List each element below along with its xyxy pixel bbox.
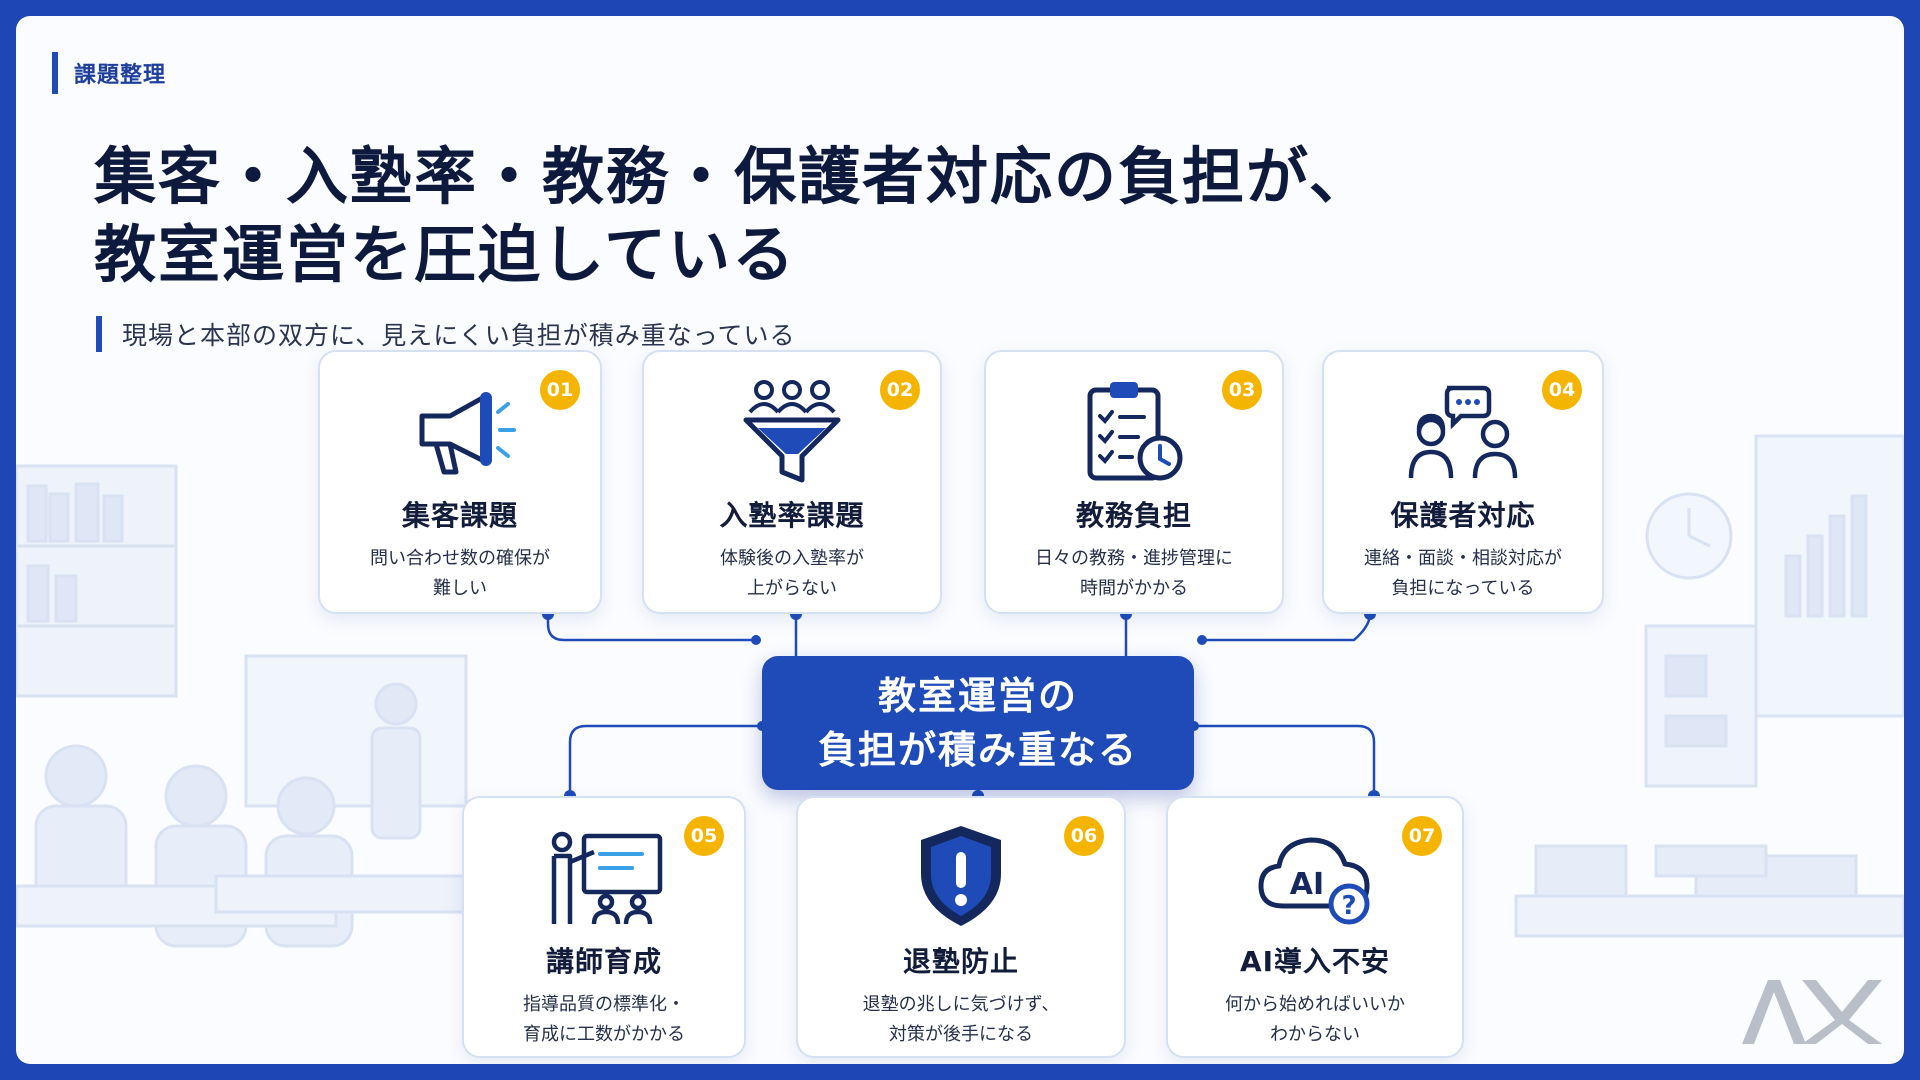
card-number-badge: 05	[684, 816, 724, 856]
card-number-badge: 01	[540, 370, 580, 410]
card-01-customer-acquisition: 01 集客課題 問い合わせ数の確保が 難しい	[318, 350, 602, 614]
card-description-line-1: 何から始めればいいか	[1225, 994, 1405, 1015]
title-line-2: 教室運営を圧迫している	[94, 218, 797, 291]
card-description-line-2: 育成に工数がかかる	[523, 1024, 685, 1045]
card-title: 講師育成	[545, 945, 662, 978]
card-number-badge: 03	[1222, 370, 1262, 410]
card-description-line-2: 対策が後手になる	[889, 1024, 1033, 1045]
central-hub: 教室運営の 負担が積み重なる	[762, 656, 1194, 790]
card-number-badge: 04	[1542, 370, 1582, 410]
section-tag: 課題整理	[52, 52, 166, 94]
megaphone-icon	[419, 392, 516, 475]
card-description-line-1: 指導品質の標準化・	[523, 994, 685, 1015]
card-title: 教務負担	[1075, 499, 1192, 532]
hub-line-2: 負担が積み重なる	[817, 728, 1138, 772]
card-05-instructor-training: 05 講師育成 指導品質の標準化・ 育成に工数がかかる	[462, 796, 746, 1058]
card-description: 指導品質の標準化・ 育成に工数がかかる	[464, 990, 744, 1050]
card-title: 入塾率課題	[719, 499, 865, 532]
svg-text:?: ?	[1341, 891, 1356, 921]
card-03-academic-affairs: 03 教務負担 日々の教務・進捗管理に 時間がかかる	[984, 350, 1284, 614]
hub-line-1: 教室運営の	[877, 674, 1078, 718]
card-description-line-1: 体験後の入塾率が	[720, 548, 864, 569]
card-description: 退塾の兆しに気づけず、 対策が後手になる	[798, 990, 1124, 1050]
funnel-icon	[743, 380, 841, 483]
shield-alert-icon	[921, 826, 1001, 926]
card-description-line-1: 退塾の兆しに気づけず、	[862, 994, 1060, 1015]
card-description: 体験後の入塾率が 上がらない	[644, 544, 940, 604]
card-06-churn-prevention: 06 退塾防止 退塾の兆しに気づけず、 対策が後手になる	[796, 796, 1126, 1058]
teacher-board-icon	[551, 831, 663, 925]
ai-cloud-question-icon: AI ?	[1258, 837, 1370, 925]
card-description-line-1: 問い合わせ数の確保が	[370, 548, 550, 569]
card-description: 連絡・面談・相談対応が 負担になっている	[1324, 544, 1602, 604]
card-number-badge: 06	[1064, 816, 1104, 856]
card-description: 何から始めればいいか わからない	[1168, 990, 1462, 1050]
ax-logo-icon	[1742, 980, 1882, 1044]
page-title: 集客・入塾率・教務・保護者対応の負担が、 教室運営を圧迫している	[94, 138, 1594, 294]
subtitle: 現場と本部の双方に、見えにくい負担が積み重なっている	[96, 316, 796, 352]
clipboard-clock-icon	[1087, 382, 1183, 481]
card-04-parent-relations: 04 保護者対応 連絡・面談・相談対応が 負担になっている	[1322, 350, 1604, 614]
card-07-ai-adoption-anxiety: 07 AI ? AI導入不安 何から始めればいいか わからない	[1166, 796, 1464, 1058]
card-title: 集客課題	[401, 499, 518, 532]
card-description: 日々の教務・進捗管理に 時間がかかる	[986, 544, 1282, 604]
card-title: AI導入不安	[1239, 945, 1391, 978]
card-description-line-2: 難しい	[433, 578, 487, 599]
svg-text:AI: AI	[1290, 867, 1324, 902]
card-number-badge: 02	[880, 370, 920, 410]
slide: 課題整理 集客・入塾率・教務・保護者対応の負担が、 教室運営を圧迫している 現場…	[16, 16, 1904, 1064]
card-description-line-2: 負担になっている	[1391, 578, 1535, 599]
card-02-enrollment-rate: 02 入塾率課題 体験後の入塾率が 上がらない	[642, 350, 942, 614]
classroom-background-illustration	[16, 434, 1904, 948]
card-description-line-2: 時間がかかる	[1080, 578, 1188, 599]
card-description: 問い合わせ数の確保が 難しい	[320, 544, 600, 604]
card-title: 退塾防止	[902, 945, 1019, 978]
card-description-line-1: 日々の教務・進捗管理に	[1035, 548, 1233, 569]
card-description-line-2: わからない	[1270, 1024, 1360, 1045]
card-description-line-1: 連絡・面談・相談対応が	[1364, 548, 1562, 569]
card-description-line-2: 上がらない	[747, 578, 837, 599]
card-title: 保護者対応	[1390, 499, 1536, 532]
title-line-1: 集客・入塾率・教務・保護者対応の負担が、	[94, 140, 1373, 213]
card-number-badge: 07	[1402, 816, 1442, 856]
parents-chat-icon	[1408, 385, 1518, 479]
